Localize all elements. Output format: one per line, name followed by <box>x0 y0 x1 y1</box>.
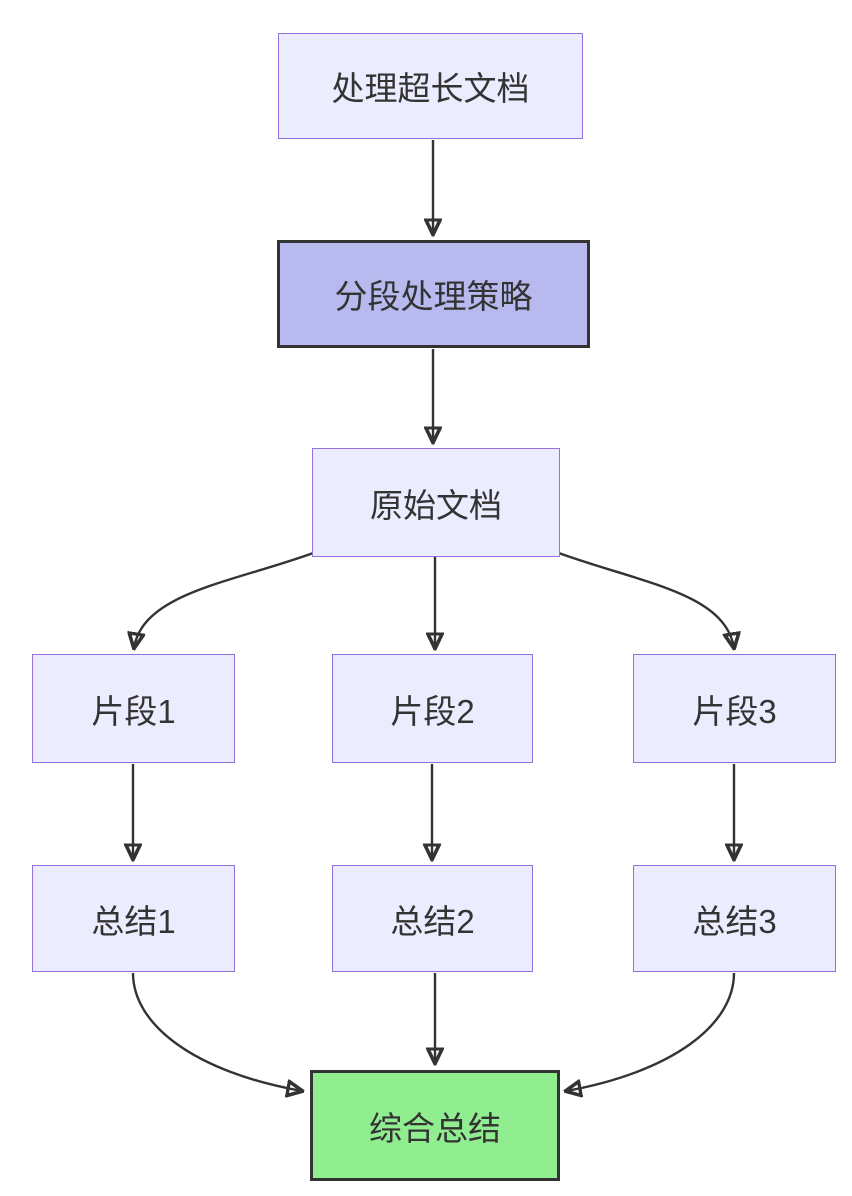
node-final-summary-label: 综合总结 <box>369 1109 501 1147</box>
node-summary-1: 总结1 <box>32 865 235 972</box>
edge-sum3-final <box>566 972 736 1091</box>
node-fragment-2: 片段2 <box>332 654 533 763</box>
node-segment-strategy: 分段处理策略 <box>277 240 590 348</box>
node-fragment-1: 片段1 <box>32 654 235 763</box>
node-summary-2-label: 总结2 <box>390 902 475 940</box>
node-final-summary: 综合总结 <box>310 1070 560 1181</box>
edge-doc-frag3 <box>555 550 734 648</box>
node-fragment-2-label: 片段2 <box>390 692 475 730</box>
node-summary-1-label: 总结1 <box>91 902 176 940</box>
node-fragment-1-label: 片段1 <box>91 692 176 730</box>
node-fragment-3: 片段3 <box>633 654 836 763</box>
edge-doc-frag1 <box>134 550 317 648</box>
node-segment-strategy-label: 分段处理策略 <box>334 278 533 315</box>
node-summary-2: 总结2 <box>332 865 533 972</box>
node-summary-3-label: 总结3 <box>692 902 777 940</box>
node-fragment-3-label: 片段3 <box>692 692 777 730</box>
node-original-doc: 原始文档 <box>312 448 560 557</box>
node-summary-3: 总结3 <box>633 865 836 972</box>
node-process-long-doc-label: 处理超长文档 <box>331 70 530 107</box>
edge-sum1-final <box>131 972 302 1091</box>
node-process-long-doc: 处理超长文档 <box>278 33 583 139</box>
node-original-doc-label: 原始文档 <box>370 486 502 524</box>
